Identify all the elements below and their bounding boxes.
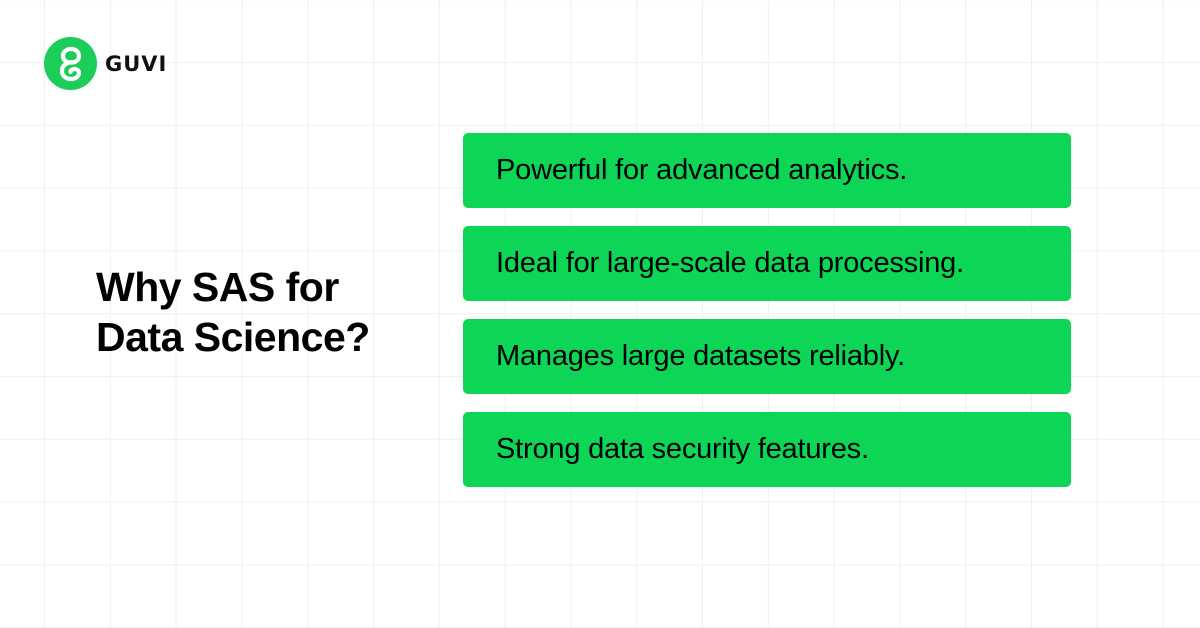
- g-glyph-icon: [59, 46, 81, 81]
- feature-label: Strong data security features.: [496, 433, 869, 465]
- feature-list: Powerful for advanced analytics. Ideal f…: [463, 133, 1071, 505]
- feature-label: Manages large datasets reliably.: [496, 340, 905, 372]
- feature-label: Powerful for advanced analytics.: [496, 154, 908, 186]
- feature-item: Ideal for large-scale data processing.: [463, 226, 1071, 301]
- title-line-2: Data Science?: [96, 314, 370, 360]
- feature-label: Ideal for large-scale data processing.: [496, 247, 964, 279]
- page-title: Why SAS for Data Science?: [96, 262, 370, 362]
- title-line-1: Why SAS for: [96, 264, 339, 310]
- feature-item: Powerful for advanced analytics.: [463, 133, 1071, 208]
- feature-item: Manages large datasets reliably.: [463, 319, 1071, 394]
- guvi-logo-icon: [44, 37, 97, 90]
- feature-item: Strong data security features.: [463, 412, 1071, 487]
- brand-name: GUVI: [105, 51, 168, 76]
- brand-logo: GUVI: [44, 37, 167, 90]
